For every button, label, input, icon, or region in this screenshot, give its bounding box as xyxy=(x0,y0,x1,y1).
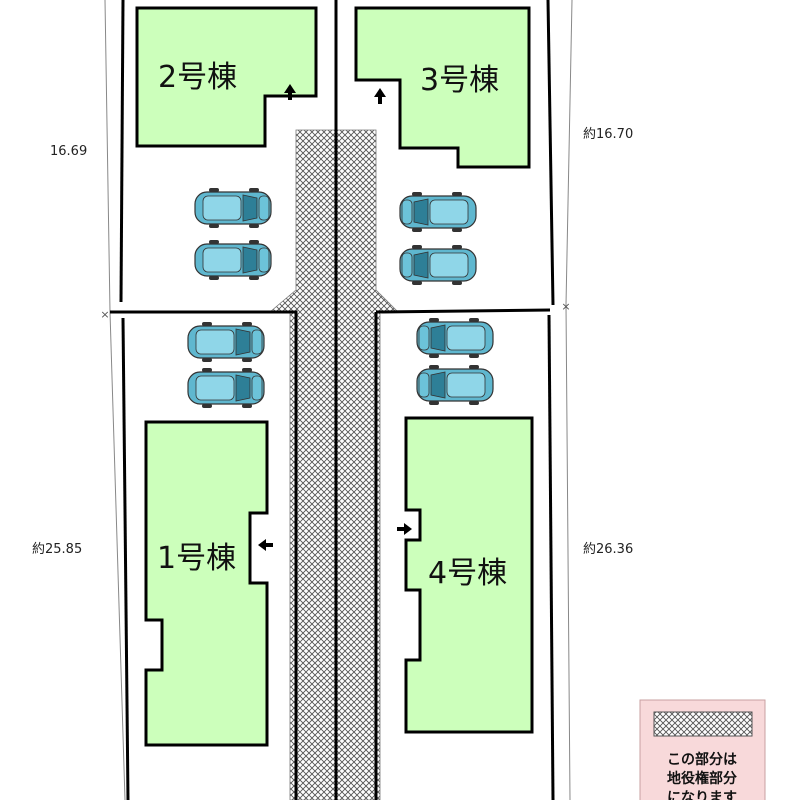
legend-line-1: この部分は xyxy=(667,751,737,768)
building-1: 1号棟 xyxy=(144,420,273,747)
car-icon xyxy=(194,240,272,280)
building-2-label: 2号棟 xyxy=(158,60,237,95)
building-4: 4号棟 xyxy=(397,416,534,734)
building-2: 2号棟 xyxy=(135,6,318,148)
dimension-right-bottom: 約26.36 xyxy=(583,542,633,557)
building-1-label: 1号棟 xyxy=(157,541,236,576)
lot-lines xyxy=(110,0,555,800)
car-icon xyxy=(416,365,494,405)
easement-area xyxy=(268,129,399,800)
car-icon xyxy=(187,322,265,362)
building-3-label: 3号棟 xyxy=(420,63,499,98)
car-icon xyxy=(194,188,272,228)
parking-cars xyxy=(187,188,494,408)
car-icon xyxy=(416,318,494,358)
entrance-arrow-icon xyxy=(284,84,296,100)
legend-line-2: 地役権部分 xyxy=(667,770,737,787)
legend: この部分は 地役権部分 になります xyxy=(639,699,766,800)
car-icon xyxy=(399,192,477,232)
dimension-left-bottom: 約25.85 xyxy=(32,542,82,557)
dimension-right-top: 約16.70 xyxy=(583,127,633,142)
legend-hatch-swatch xyxy=(653,711,753,737)
entrance-arrow-icon xyxy=(397,523,412,535)
entrance-arrow-icon xyxy=(258,539,273,551)
building-4-label: 4号棟 xyxy=(428,556,507,591)
svg-text:×: × xyxy=(561,300,570,313)
dimension-left-top: 16.69 xyxy=(50,144,87,159)
car-icon xyxy=(399,245,477,285)
svg-text:×: × xyxy=(100,308,109,321)
legend-line-3: になります xyxy=(667,790,737,800)
entrance-arrow-icon xyxy=(374,88,386,104)
car-icon xyxy=(187,368,265,408)
building-3: 3号棟 xyxy=(354,6,531,169)
